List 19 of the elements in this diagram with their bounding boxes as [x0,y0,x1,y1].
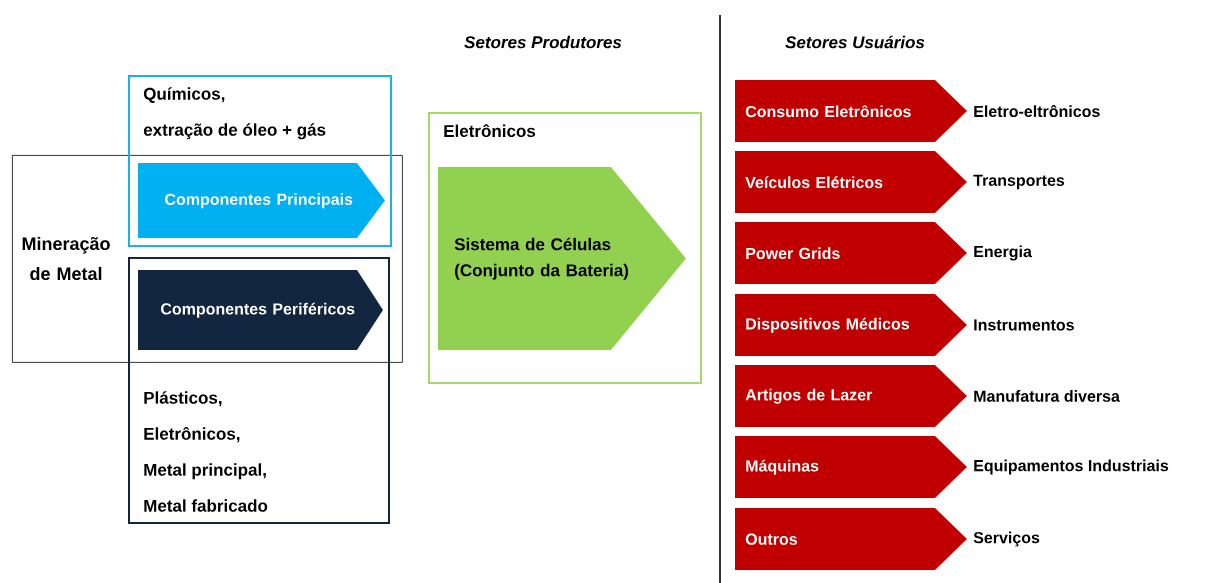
sector-banner: Consumo Eletrônicos [735,80,967,142]
beside-label: Serviços [973,531,1040,547]
beside-label: Instrumentos [974,319,1074,331]
sector-banner: Dispositivos Médicos [735,294,967,356]
sector-banner: Veículos Elétricos [735,151,967,213]
component-banner: Componentes Periféricos [138,270,383,350]
pentagon-banner: Sistema de Células (Conjunto da Bateria) [438,167,686,350]
sector-banner: Artigos de Lazer [735,365,967,427]
beside-label: Equipamentos Industriais [974,459,1169,475]
section-heading: Setores Produtores [464,35,622,49]
beside-label: Eletro-eltrônicos [974,104,1100,118]
sector-banner: Máquinas [735,436,967,498]
beside-label: Manufatura diversa [974,390,1120,402]
sector-banner: Outros [735,508,967,570]
component-banner: Componentes Principais [138,163,385,238]
section-heading: Setores Usuários [785,35,925,49]
sector-banner: Power Grids [735,222,967,284]
beside-label: Energia [974,245,1032,261]
beside-label: Transportes [973,174,1065,190]
